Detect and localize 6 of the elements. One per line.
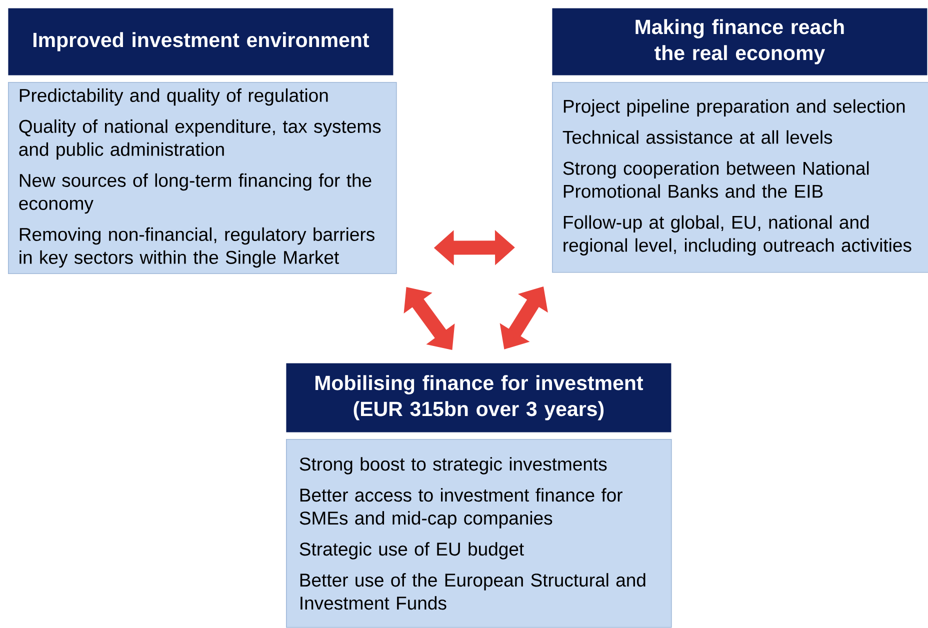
text-panel: Strong boost to strategic investments Better access to investment finance for SMEs and mid-cap companies Strategic use of EU budget Better use of the European Structural and Investment Funds — [286, 439, 672, 628]
text-panel: Project pipeline preparation and selection Technical assistance at all levels Strong cooperation between National Promotional Banks and the EIB Follow-up at global, EU, national and regional level, including outreach activities — [552, 82, 928, 273]
header-box: Making finance reach the real economy — [552, 8, 928, 76]
text-panel: Predictability and quality of regulation Quality of national expenditure, tax systems and public administration New sources of long-term financing for the economy Removing non-financial, regulatory barriers in key sectors within the Single Market — [8, 82, 397, 274]
header-box: Mobilising finance for investment (EUR 315bn over 3 years) — [286, 363, 672, 432]
header-box: Improved investment environment — [8, 8, 394, 76]
